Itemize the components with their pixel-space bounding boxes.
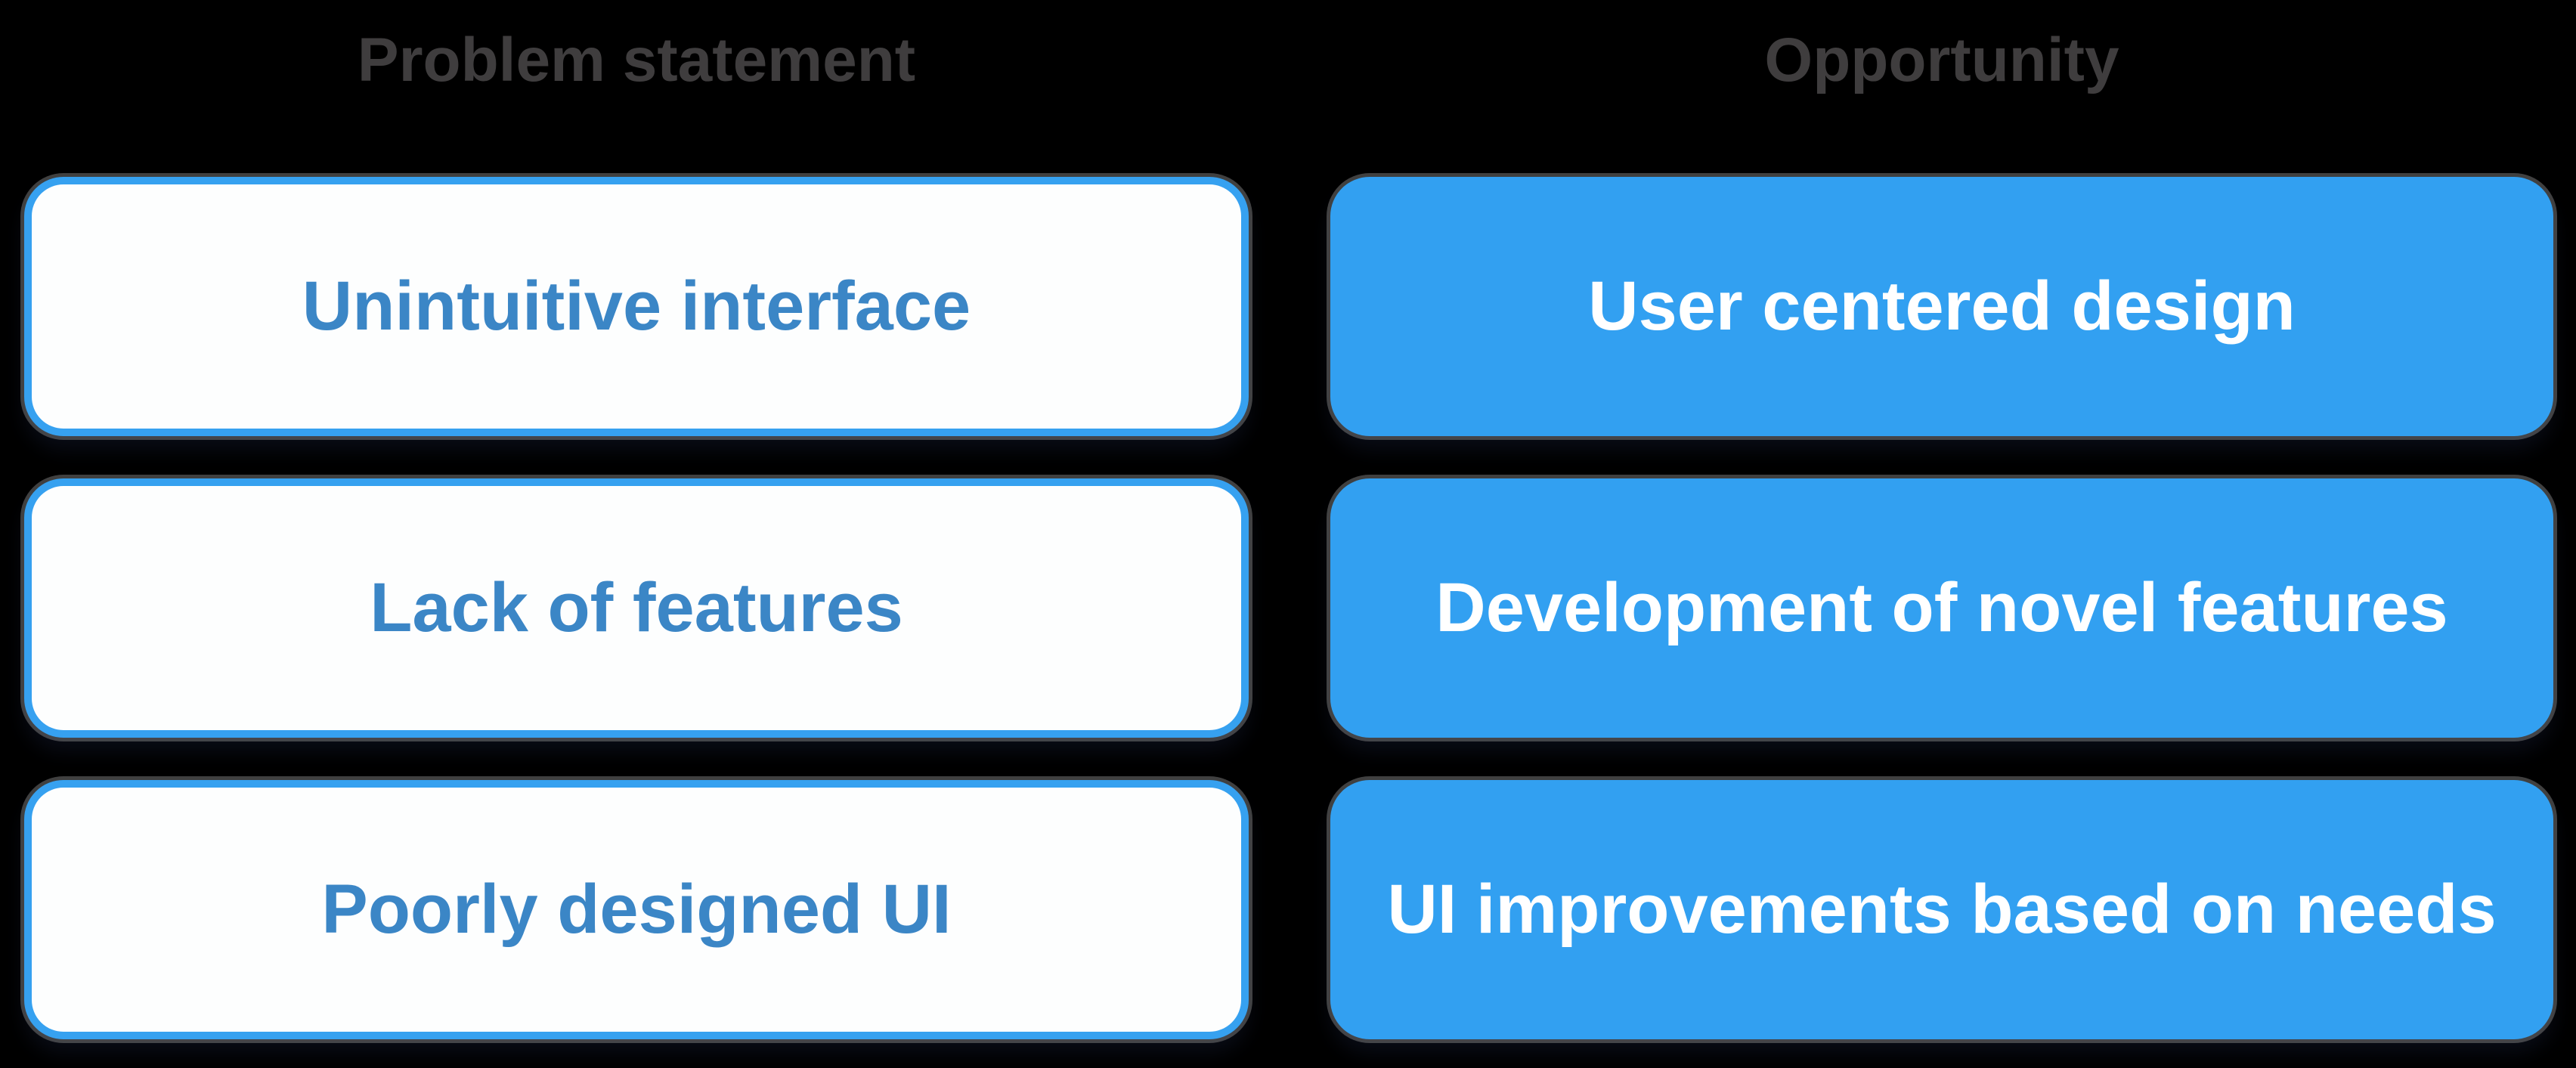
problem-card: Unintuitive interface (24, 177, 1249, 436)
card-label: Poorly designed UI (321, 871, 952, 948)
card-label: UI improvements based on needs (1387, 871, 2497, 948)
opportunity-card: UI improvements based on needs (1330, 780, 2553, 1039)
opportunity-card: User centered design (1330, 177, 2553, 436)
opportunity-column: Opportunity User centered design Develop… (1330, 0, 2553, 1039)
problem-card: Lack of features (24, 478, 1249, 738)
problem-column-header: Problem statement (357, 26, 916, 94)
opportunity-column-header: Opportunity (1764, 26, 2119, 94)
opportunity-card: Development of novel features (1330, 478, 2553, 738)
card-label: User centered design (1588, 268, 2296, 345)
problem-card: Poorly designed UI (24, 780, 1249, 1039)
card-label: Development of novel features (1435, 569, 2448, 646)
problem-column: Problem statement Unintuitive interface … (24, 0, 1249, 1039)
card-label: Unintuitive interface (302, 268, 971, 345)
card-label: Lack of features (370, 569, 903, 646)
